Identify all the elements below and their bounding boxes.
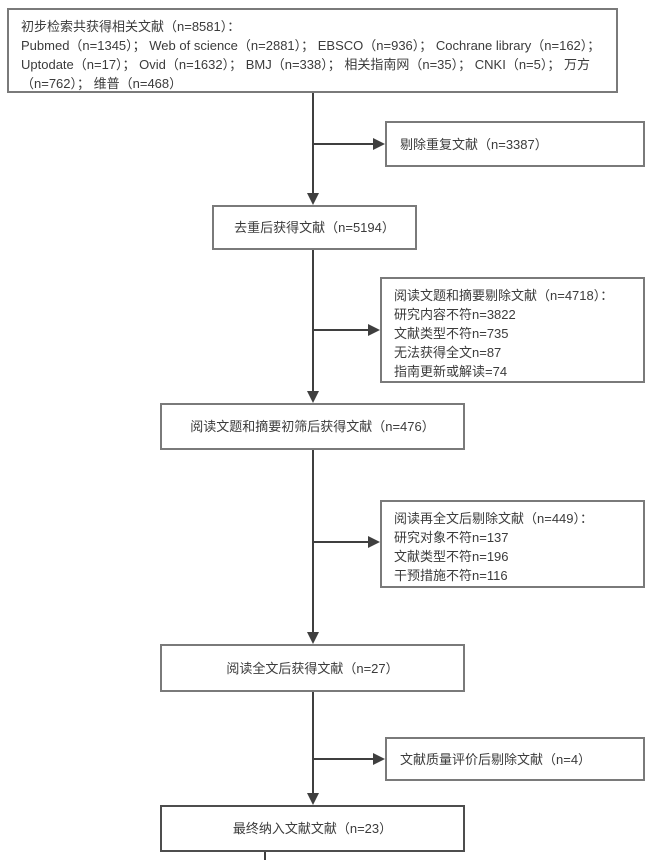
quality-excluded-label: 文献质量评价后剔除文献（n=4）: [400, 751, 592, 767]
arrow-title-abstract-to-fulltext: [307, 450, 319, 644]
arrow-branch-quality-excluded: [313, 753, 385, 765]
arrow-branch-fulltext-excluded: [313, 536, 380, 548]
initial-search-line-1: 初步检索共获得相关文献（n=8581）：: [21, 19, 241, 34]
box-final-included: 最终纳入文献文献（n=23）: [160, 805, 465, 852]
arrow-top-to-dedup: [307, 93, 319, 205]
dedup-result-label: 去重后获得文献（n=5194）: [234, 220, 395, 235]
fulltext-excluded-line-1: 阅读再全文后剔除文献（n=449）：: [394, 511, 594, 526]
fulltext-excluded-line-3: 文献类型不符n=196: [394, 549, 509, 564]
box-fulltext-result: 阅读全文后获得文献（n=27）: [160, 644, 465, 692]
title-abstract-excluded-line-3: 文献类型不符n=735: [394, 326, 509, 341]
box-dedup-result: 去重后获得文献（n=5194）: [212, 205, 417, 250]
duplicates-removed-label: 剔除重复文献（n=3387）: [400, 136, 548, 152]
title-abstract-excluded-line-4: 无法获得全文n=87: [394, 345, 502, 360]
box-initial-search: 初步检索共获得相关文献（n=8581）： Pubmed（n=1345）； Web…: [7, 8, 618, 93]
title-abstract-result-label: 阅读文题和摘要初筛后获得文献（n=476）: [190, 419, 435, 434]
arrow-branch-title-abstract-excluded: [313, 324, 380, 336]
arrow-fulltext-to-final: [307, 692, 319, 805]
box-quality-excluded: 文献质量评价后剔除文献（n=4）: [385, 737, 645, 781]
box-duplicates-removed: 剔除重复文献（n=3387）: [385, 121, 645, 167]
initial-search-line-2: Pubmed（n=1345）； Web of science（n=2881）； …: [21, 38, 601, 53]
box-title-abstract-excluded: 阅读文题和摘要剔除文献（n=4718）： 研究内容不符n=3822 文献类型不符…: [380, 277, 645, 383]
final-included-label: 最终纳入文献文献（n=23）: [232, 821, 393, 836]
initial-search-line-4: （n=762）； 维普（n=468）: [21, 76, 183, 91]
fulltext-excluded-line-4: 干预措施不符n=116: [394, 568, 508, 583]
box-title-abstract-result: 阅读文题和摘要初筛后获得文献（n=476）: [160, 403, 465, 450]
arrow-dedup-to-title-abstract: [307, 250, 319, 403]
arrow-branch-duplicates-removed: [313, 138, 385, 150]
title-abstract-excluded-line-1: 阅读文题和摘要剔除文献（n=4718）：: [394, 288, 614, 303]
title-abstract-excluded-line-2: 研究内容不符n=3822: [394, 307, 516, 322]
fulltext-excluded-line-2: 研究对象不符n=137: [394, 530, 509, 545]
initial-search-line-3: Uptodate（n=17）； Ovid（n=1632）； BMJ（n=338）…: [21, 57, 590, 72]
title-abstract-excluded-line-5: 指南更新或解读=74: [394, 364, 508, 379]
fulltext-result-label: 阅读全文后获得文献（n=27）: [226, 660, 399, 676]
box-fulltext-excluded: 阅读再全文后剔除文献（n=449）： 研究对象不符n=137 文献类型不符n=1…: [380, 500, 645, 588]
